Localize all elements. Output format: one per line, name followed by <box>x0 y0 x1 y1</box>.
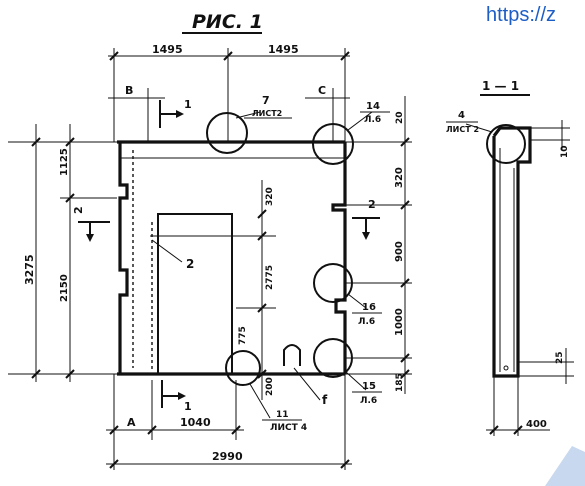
dim-right-185: 185 <box>395 373 405 392</box>
right-dimensions: 20 320 900 1000 185 2 <box>345 96 412 394</box>
dim-left-upper: 1125 <box>59 148 70 176</box>
dim-right-20: 20 <box>395 111 405 124</box>
callout-15-num: 15 <box>362 381 376 392</box>
cut1-marks: 1 1 <box>159 98 192 413</box>
dim-right-320: 320 <box>394 167 405 188</box>
dim-total-height: 3275 <box>23 254 36 285</box>
cut1-top-label: 1 <box>184 98 192 111</box>
cut2-right-label: 2 <box>368 198 376 211</box>
label-a: A <box>127 416 136 429</box>
detail-circle-14 <box>312 123 354 165</box>
item-f-label: f <box>322 393 328 407</box>
dim-section-25: 25 <box>555 351 565 364</box>
detail-circle-16 <box>313 263 353 303</box>
url-text[interactable]: https://z <box>486 4 557 26</box>
dim-right-1000: 1000 <box>394 308 405 336</box>
callout-16-sheet: Л.6 <box>358 317 375 327</box>
callout-14-num: 14 <box>366 101 380 112</box>
inner-dimensions: 320 2775 775 200 2 <box>150 180 276 400</box>
dim-inner-200: 200 <box>265 377 275 396</box>
section-1-1: 1 — 1 4 ЛИСТ 2 10 25 400 <box>446 79 574 436</box>
detail-callouts: 7 ЛИСТ2 14 Л.6 16 Л.6 15 Л.6 11 ЛИСТ 4 f <box>206 94 390 433</box>
dim-inner-320: 320 <box>265 187 275 206</box>
callout-11-num: 11 <box>276 410 289 420</box>
panel-outline <box>117 140 347 376</box>
item-2-label: 2 <box>186 257 194 271</box>
left-dimensions: 3275 1125 2150 2 <box>8 124 117 382</box>
dim-top-left: 1495 <box>152 43 183 56</box>
callout-4-num: 4 <box>458 110 465 121</box>
corner-mark <box>545 446 585 486</box>
detail-circle-15 <box>313 338 353 378</box>
callout-11-sheet: ЛИСТ 4 <box>270 423 307 433</box>
bottom-dimensions: A 1040 2990 <box>106 374 352 470</box>
callout-7-sheet: ЛИСТ2 <box>252 109 282 118</box>
callout-14-sheet: Л.6 <box>364 115 381 125</box>
dim-top-right: 1495 <box>268 43 299 56</box>
label-b: B <box>125 84 133 97</box>
dim-section-10: 10 <box>560 145 570 158</box>
dim-inner-775: 775 <box>238 326 248 345</box>
detail-circle-7 <box>206 112 248 154</box>
dim-right-900: 900 <box>394 241 405 262</box>
cut1-bottom-label: 1 <box>184 400 192 413</box>
callout-15-sheet: Л.6 <box>360 396 377 406</box>
callout-7-num: 7 <box>262 94 270 107</box>
dim-total-width: 2990 <box>212 450 243 463</box>
figure-title: РИС. 1 <box>192 11 263 33</box>
top-dimensions: 1495 1495 B C <box>108 43 350 142</box>
callout-4-sheet: ЛИСТ 2 <box>446 125 479 134</box>
detail-circle-11 <box>225 350 261 386</box>
dim-inner-2775: 2775 <box>265 265 275 290</box>
section-dot <box>503 365 509 371</box>
callout-16-num: 16 <box>362 302 376 313</box>
dim-left-lower: 2150 <box>59 274 70 302</box>
label-c: C <box>318 84 326 97</box>
cut2-left-label: 2 <box>72 206 85 214</box>
dim-section-400: 400 <box>526 419 547 430</box>
hook-f <box>283 344 301 366</box>
section-title: 1 — 1 <box>482 79 519 93</box>
dim-bottom-1040: 1040 <box>180 416 211 429</box>
section-detail-circle <box>486 124 526 164</box>
